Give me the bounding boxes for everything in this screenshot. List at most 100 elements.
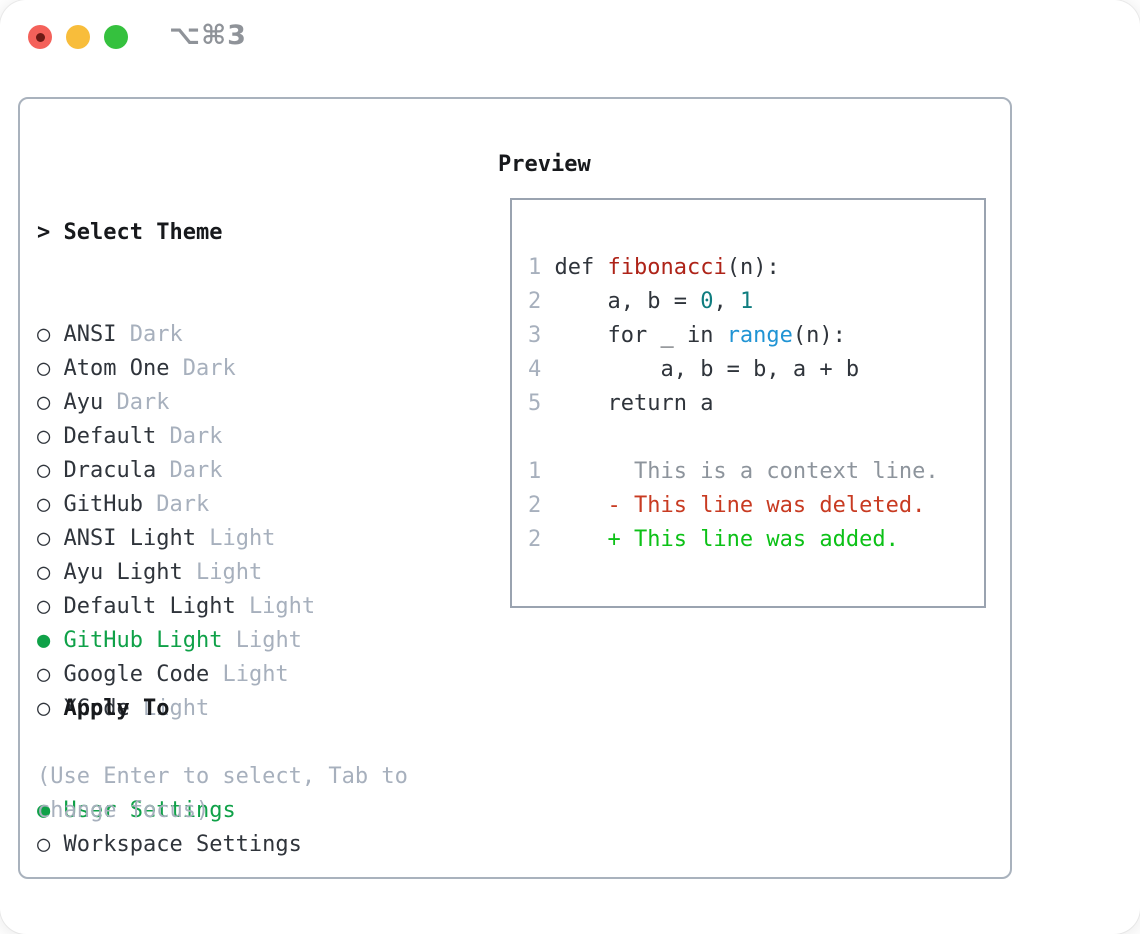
line-number: 5 [528, 391, 542, 416]
theme-option-github-light-light[interactable]: ● GitHub Light Light [37, 624, 315, 658]
code-line: 2 - This line was deleted. [528, 489, 939, 523]
apply-to-section: Apply To ● User Settings○ Workspace Sett… [37, 624, 302, 862]
code-line: 2 a, b = 0, 1 [528, 285, 939, 319]
theme-variant-label: Dark [169, 424, 223, 449]
theme-variant-label: Light [222, 662, 289, 687]
radio-unselected-icon: ○ [37, 526, 51, 551]
theme-variant-label: Light [209, 526, 276, 551]
code-segment-text: def [541, 255, 608, 280]
theme-variant-label: Light [248, 594, 316, 619]
code-segment-function: fibonacci [607, 255, 727, 280]
code-segment-added: + This line was added. [541, 527, 899, 552]
theme-option-github-dark[interactable]: ○ GitHub Dark [37, 488, 315, 522]
line-number: 2 [528, 527, 542, 552]
theme-option-label: Default Light [63, 594, 236, 619]
theme-option-label: GitHub [63, 492, 143, 517]
theme-option-ayu-light-light[interactable]: ○ Ayu Light Light [37, 556, 315, 590]
window-title: ⌥⌘3 [169, 20, 247, 51]
line-number: 4 [528, 357, 542, 382]
code-segment-text: for _ in [541, 323, 727, 348]
radio-unselected-icon: ○ [37, 560, 51, 585]
theme-variant-label: Dark [182, 356, 236, 381]
code-line [528, 421, 939, 455]
radio-unselected-icon: ○ [37, 356, 51, 381]
theme-option-ansi-dark[interactable]: ○ ANSI Dark [37, 318, 315, 352]
preview-title: Preview [498, 152, 591, 177]
code-line: 1 This is a context line. [528, 455, 939, 489]
radio-unselected-icon: ○ [37, 424, 51, 449]
code-segment-builtin: range [726, 323, 793, 348]
theme-variant-label: Light [235, 628, 302, 653]
code-segment-text: a, b = b, a + b [541, 357, 860, 382]
radio-unselected-icon: ○ [37, 832, 51, 857]
code-line: 2 + This line was added. [528, 523, 939, 557]
theme-variant-label: Dark [116, 390, 170, 415]
theme-option-xcode-light[interactable]: ○ XCode Light [37, 692, 315, 726]
theme-option-label: Ayu [63, 390, 104, 415]
keyboard-hint: (Use Enter to select, Tab to change focu… [37, 764, 422, 823]
code-segment-context: This is a context line. [541, 459, 939, 484]
theme-variant-label: Dark [156, 492, 210, 517]
theme-option-label: Dracula [63, 458, 157, 483]
apply-to-header: Apply To [37, 692, 302, 726]
theme-option-label: ANSI Light [63, 526, 196, 551]
radio-unselected-icon: ○ [37, 696, 51, 721]
theme-option-default-light-light[interactable]: ○ Default Light Light [37, 590, 315, 624]
select-theme-header: > Select Theme [37, 216, 315, 250]
code-segment-text: (n): [792, 323, 846, 348]
apply-option-label: Workspace Settings [63, 832, 302, 857]
line-number: 1 [528, 255, 542, 280]
code-segment-text: return a [541, 391, 714, 416]
select-theme-title: Select Theme [50, 220, 223, 245]
theme-option-atom-one-dark[interactable]: ○ Atom One Dark [37, 352, 315, 386]
theme-list: > Select Theme ○ ANSI Dark○ Atom One Dar… [37, 148, 315, 726]
radio-selected-icon: ● [37, 628, 51, 653]
theme-option-label: GitHub Light [63, 628, 223, 653]
theme-option-label: Default [63, 424, 157, 449]
theme-option-ayu-dark[interactable]: ○ Ayu Dark [37, 386, 315, 420]
radio-unselected-icon: ○ [37, 390, 51, 415]
titlebar [28, 25, 128, 49]
zoom-button[interactable] [104, 25, 128, 49]
code-segment-text: a, b = [541, 289, 701, 314]
radio-unselected-icon: ○ [37, 492, 51, 517]
radio-selected-icon: ● [37, 798, 51, 823]
theme-option-label: ANSI [63, 322, 117, 347]
code-segment-deleted: - This line was deleted. [541, 493, 926, 518]
code-segment-number: 1 [739, 289, 754, 314]
code-segment-text: , [713, 289, 740, 314]
theme-option-label: Google Code [63, 662, 210, 687]
minimize-button[interactable] [66, 25, 90, 49]
radio-unselected-icon: ○ [37, 322, 51, 347]
theme-variant-label: Dark [129, 322, 183, 347]
prompt-icon: > [37, 220, 51, 245]
radio-unselected-icon: ○ [37, 458, 51, 483]
theme-option-label: XCode [63, 696, 130, 721]
apply-option-label: User Settings [63, 798, 236, 823]
code-line: 1 def fibonacci(n): [528, 251, 939, 285]
code-line: 4 a, b = b, a + b [528, 353, 939, 387]
theme-variant-label: Light [195, 560, 263, 585]
apply-option-user-settings[interactable]: ● User Settings [37, 794, 302, 828]
theme-option-default-dark[interactable]: ○ Default Dark [37, 420, 315, 454]
line-number: 2 [528, 289, 542, 314]
line-number: 2 [528, 493, 542, 518]
apply-option-workspace-settings[interactable]: ○ Workspace Settings [37, 828, 302, 862]
line-number: 3 [528, 323, 542, 348]
theme-variant-label: Dark [169, 458, 223, 483]
radio-unselected-icon: ○ [37, 662, 51, 687]
radio-unselected-icon: ○ [37, 594, 51, 619]
theme-option-ansi-light-light[interactable]: ○ ANSI Light Light [37, 522, 315, 556]
theme-variant-label: Light [142, 696, 210, 721]
code-segment-text: (n): [726, 255, 780, 280]
apply-to-title: Apply To [37, 696, 170, 721]
theme-option-label: Ayu Light [63, 560, 183, 585]
line-number: 1 [528, 459, 542, 484]
theme-option-google-code-light[interactable]: ○ Google Code Light [37, 658, 315, 692]
code-line: 3 for _ in range(n): [528, 319, 939, 353]
theme-option-dracula-dark[interactable]: ○ Dracula Dark [37, 454, 315, 488]
close-button[interactable] [28, 25, 52, 49]
